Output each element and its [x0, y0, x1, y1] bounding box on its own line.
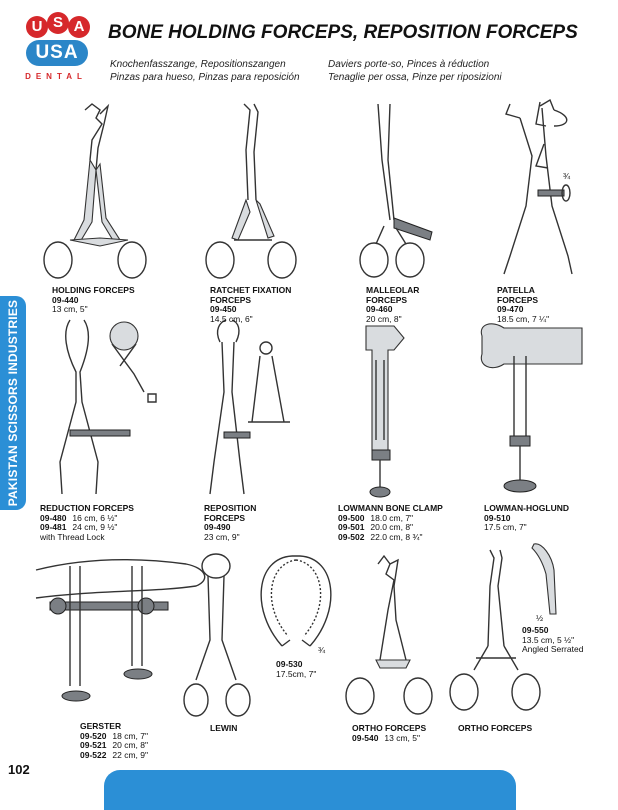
product-name: MALLEOLAR [366, 285, 420, 295]
product-size: 14.5 cm, 6" [210, 313, 253, 324]
logo-letter-u: U [26, 16, 48, 38]
ratchet-fixation-forceps-illustration [205, 103, 297, 279]
product-size: 17.5cm, 7" [276, 668, 317, 679]
product-note: with Thread Lock [40, 531, 105, 542]
product-name-2: FORCEPS [204, 512, 246, 523]
product-size: 18.0 cm, 7" [370, 512, 414, 523]
product-size: 22 cm, 9" [112, 749, 148, 760]
product-code: 09-460 [366, 304, 393, 314]
product-code: 09-481 [40, 522, 67, 532]
product-name: REDUCTION FORCEPS [40, 503, 134, 513]
product-name: HOLDING FORCEPS [52, 285, 135, 295]
product-label-09-530: 09-530 17.5cm, 7" [276, 659, 317, 679]
subtitle-german: Knochenfasszange, Repositionszangen [110, 59, 286, 70]
reduction-forceps-illustration [59, 319, 157, 495]
product-name: REPOSITION [204, 503, 257, 513]
product-code: 09-490 [204, 522, 231, 532]
lewin-illustration [183, 553, 251, 717]
product-name: ORTHO FORCEPS [458, 723, 533, 733]
product-size: 17.5 cm, 7" [484, 522, 527, 532]
lowman-hoglund-illustration [480, 323, 583, 493]
product-note: Angled Serrated [522, 644, 584, 654]
product-code: 09-522 [80, 749, 107, 760]
side-tab-label: PAKISTAN SCISSORS INDUSTRIES [6, 299, 20, 507]
product-label-reposition-forceps: REPOSITION FORCEPS 09-490 23 cm, 9" [204, 503, 257, 542]
product-size: 20 cm, 8" [366, 313, 402, 324]
product-label-gerster: GERSTER 09-520 18 cm, 7" 09-521 20 cm, 8… [80, 721, 148, 760]
product-size: 20.0 cm, 8" [370, 522, 414, 532]
product-name: ORTHO FORCEPS [352, 723, 427, 733]
holding-forceps-illustration [43, 103, 147, 279]
product-size: 16 cm, 6 ½" [72, 512, 118, 523]
product-code: 09-480 [40, 512, 67, 523]
page-title: BONE HOLDING FORCEPS, REPOSITION FORCEPS [108, 22, 578, 43]
product-name: LOWMAN-HOGLUND [484, 503, 569, 513]
product-label-lowman-hoglund: LOWMAN-HOGLUND 09-510 17.5 cm, 7" [484, 503, 569, 533]
product-label-ortho-forceps-09-540: ORTHO FORCEPS 09-540 13 cm, 5" [352, 723, 427, 743]
product-label-holding-forceps: HOLDING FORCEPS 09-440 13 cm, 5" [52, 285, 135, 315]
product-name: GERSTER [80, 721, 122, 731]
product-code: 09-550 [522, 625, 549, 635]
product-label-ortho-forceps-2: ORTHO FORCEPS [458, 723, 533, 734]
product-size: 22.0 cm, 8 ¾" [370, 531, 423, 542]
product-code: 09-510 [484, 512, 511, 523]
product-code: 09-440 [52, 294, 79, 305]
product-label-09-550: 09-550 13.5 cm, 5 ½" Angled Serrated [522, 625, 584, 655]
page-number: 102 [8, 762, 30, 777]
scale-mark-lewin: ¾ [318, 645, 326, 655]
malleolar-forceps-illustration [359, 103, 433, 278]
product-code: 09-540 [352, 732, 379, 743]
product-name-2: FORCEPS [210, 294, 252, 305]
product-label-reduction-forceps: REDUCTION FORCEPS 09-480 16 cm, 6 ½" 09-… [40, 503, 134, 542]
product-name: LOWMANN BONE CLAMP [338, 503, 443, 513]
product-code: 09-521 [80, 740, 107, 750]
product-size: 20 cm, 8" [112, 740, 148, 750]
product-label-patella: PATELLA FORCEPS 09-470 18.5 cm, 7 ¼" [497, 285, 550, 324]
scale-mark-angled: ½ [536, 613, 544, 623]
product-code: 09-520 [80, 730, 107, 741]
product-code: 09-500 [338, 512, 365, 523]
product-size: 18.5 cm, 7 ¼" [497, 313, 550, 324]
product-size: 24 cm, 9 ½" [72, 522, 118, 532]
product-name-2: FORCEPS [497, 294, 539, 305]
subtitle-french: Daviers porte-so, Pinces à réduction [328, 59, 490, 70]
product-code: 09-470 [497, 304, 524, 314]
angled-serrated-illustration [531, 543, 557, 615]
product-size: 18 cm, 7" [112, 730, 148, 741]
subtitle-spanish: Pinzas para hueso, Pinzas para reposició… [110, 72, 300, 83]
product-size: 23 cm, 9" [204, 531, 240, 542]
product-name: RATCHET FIXATION [210, 285, 292, 295]
product-code: 09-502 [338, 531, 365, 542]
ortho-forceps-illustration [345, 554, 433, 715]
ortho-forceps-2-illustration [449, 549, 541, 711]
product-size: 13 cm, 5" [384, 732, 420, 743]
product-code: 09-450 [210, 304, 237, 314]
product-label-malleolar: MALLEOLAR FORCEPS 09-460 20 cm, 8" [366, 285, 420, 324]
scale-mark-patella: ¾ [563, 171, 571, 181]
usa-dental-logo: U S A USA DENTAL [14, 12, 98, 96]
product-label-ratchet-fixation: RATCHET FIXATION FORCEPS 09-450 14.5 cm,… [210, 285, 292, 324]
product-name: PATELLA [497, 285, 535, 295]
product-name: LEWIN [210, 723, 238, 733]
logo-letter-s: S [47, 12, 69, 34]
product-code: 09-501 [338, 522, 365, 532]
product-size: 13.5 cm, 5 ½" [522, 634, 575, 645]
product-size: 13 cm, 5" [52, 304, 88, 314]
side-tab: PAKISTAN SCISSORS INDUSTRIES [0, 296, 26, 510]
footer-bar [104, 770, 516, 810]
forceps-09-530-illustration [260, 555, 332, 647]
product-code: 09-530 [276, 659, 303, 669]
gerster-illustration [35, 559, 206, 702]
patella-forceps-illustration [503, 98, 573, 275]
product-name-2: FORCEPS [366, 294, 408, 305]
logo-letter-a: A [68, 16, 90, 38]
logo-dental-text: DENTAL [25, 72, 87, 81]
logo-usa-badge: USA [26, 40, 88, 66]
subtitle-italian: Tenaglie per ossa, Pinze per riposizioni [328, 72, 502, 83]
lowmann-bone-clamp-illustration [365, 325, 405, 498]
product-label-lowmann-bone-clamp: LOWMANN BONE CLAMP 09-500 18.0 cm, 7" 09… [338, 503, 443, 542]
product-label-lewin: LEWIN [210, 723, 238, 734]
reposition-forceps-illustration [209, 319, 290, 495]
